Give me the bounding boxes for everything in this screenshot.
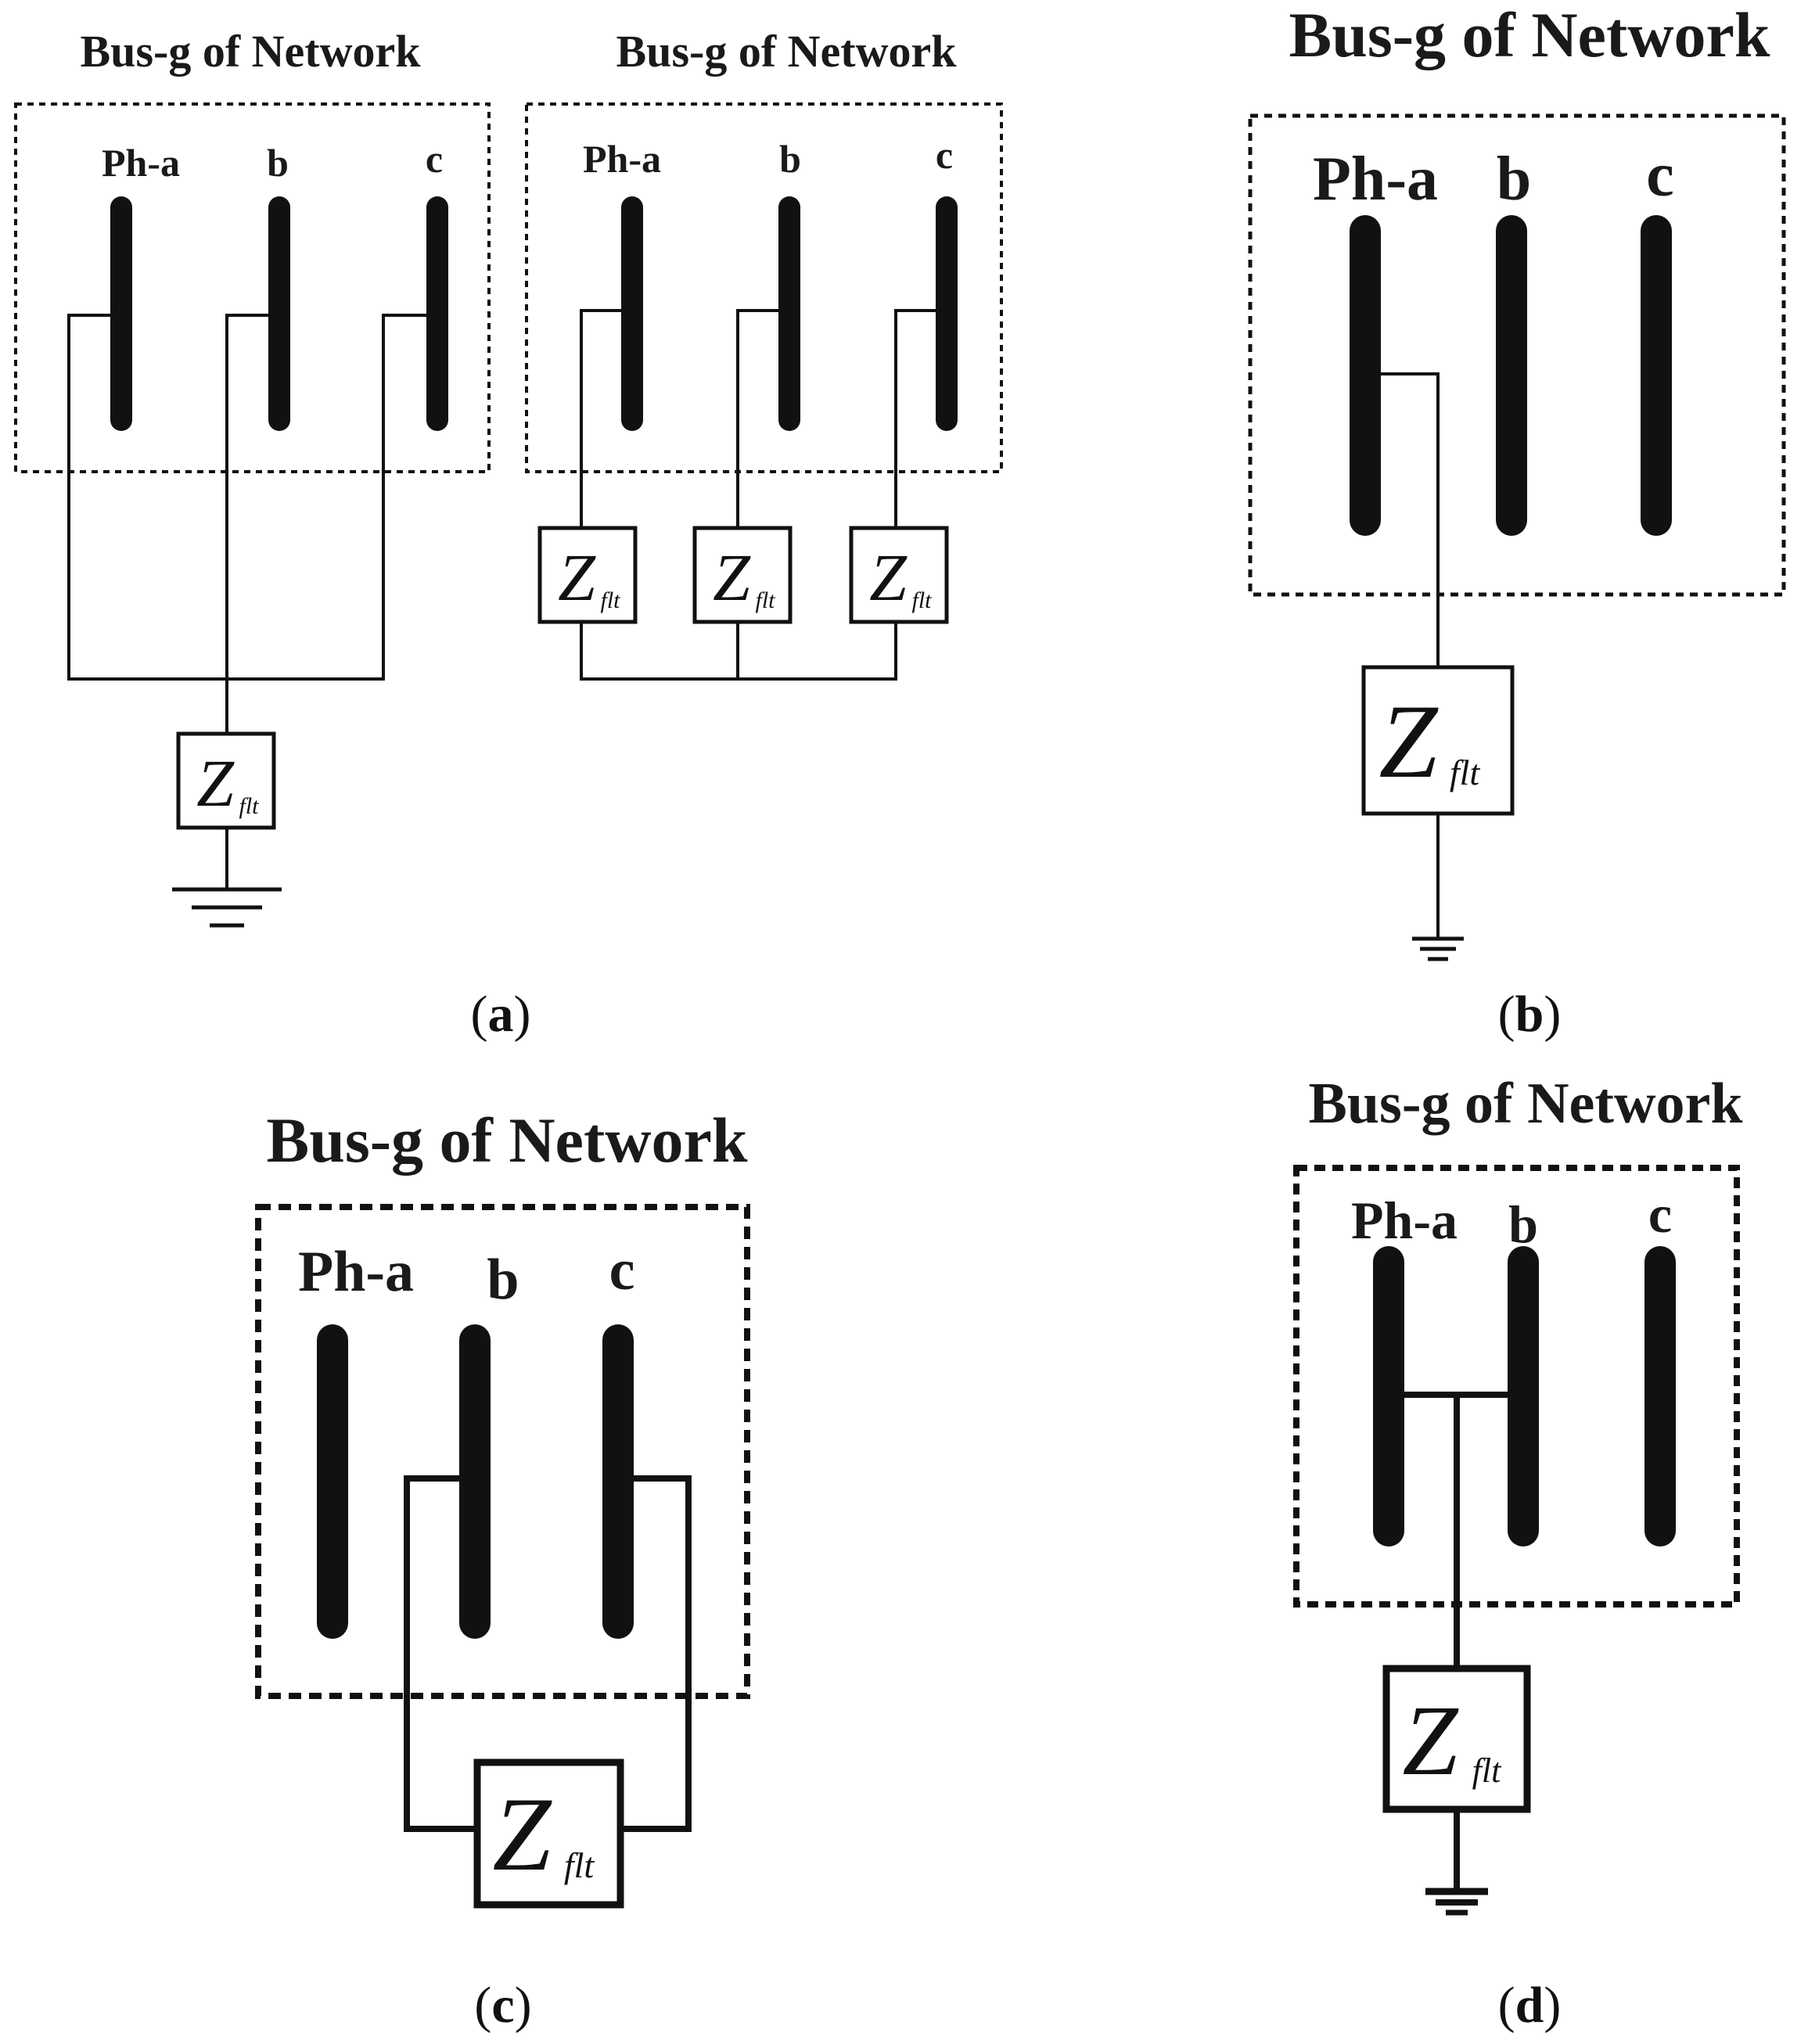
panel-b-impedance-box: Z flt — [1361, 665, 1515, 816]
panel-a-left-phase-a-label: Ph-a — [102, 141, 180, 185]
panel-a-right-impedance-b-subscript: flt — [755, 587, 775, 613]
panel-d-ground-icon — [1425, 1888, 1488, 1916]
panel-a-left: Bus-g of Network Ph-a b c Z flt — [14, 26, 491, 928]
panel-a-left-impedance-subscript: flt — [239, 793, 259, 819]
panel-c-phase-b-label: b — [487, 1248, 519, 1312]
panel-c-phase-c-label: c — [609, 1238, 635, 1302]
panel-a-right-phase-c-wire — [894, 309, 947, 528]
panel-b-phase-b-label: b — [1497, 145, 1532, 214]
panel-d-phase-c-label: c — [1648, 1184, 1672, 1244]
panel-a-right-impedance-a-symbol: Z — [558, 540, 596, 615]
panel-a-left-phase-b-label: b — [267, 141, 289, 185]
panel-a-left-ground-icon — [172, 887, 282, 928]
panel-a-right-impedance-c-subscript: flt — [911, 587, 932, 613]
panel-d-impedance-box: Z flt — [1382, 1665, 1531, 1813]
caption-c: (c) — [474, 1977, 531, 2034]
panel-d-phase-b-label: b — [1508, 1194, 1538, 1254]
panel-a-left-bus-box — [14, 102, 491, 473]
panel-a-left-title: Bus-g of Network — [81, 26, 422, 77]
panel-b: Bus-g of Network Ph-a b c Z flt — [1248, 0, 1786, 961]
caption-b: (b) — [1498, 986, 1562, 1043]
panel-c-phase-a-label: Ph-a — [298, 1240, 414, 1304]
panel-c-title: Bus-g of Network — [267, 1105, 748, 1176]
panel-d-bus-box — [1293, 1165, 1740, 1608]
panel-a-right-phase-c-label: c — [936, 133, 953, 177]
panel-a-left-impedance-symbol: Z — [196, 745, 235, 821]
panel-c-impedance-box: Z flt — [473, 1758, 624, 1909]
panel-a-left-phase-c-label: c — [426, 137, 443, 181]
panel-c-bus-box — [255, 1204, 750, 1699]
panel-a-right-phase-b-label: b — [779, 137, 801, 181]
panel-b-impedance-symbol: Z — [1378, 684, 1439, 800]
panel-a-right-phase-a-label: Ph-a — [583, 137, 661, 181]
panel-a-right-title: Bus-g of Network — [616, 26, 958, 77]
caption-d: (d) — [1498, 1977, 1562, 2034]
panel-b-impedance-subscript: flt — [1450, 753, 1481, 792]
panel-a-right: Bus-g of Network Ph-a b c Z flt Z flt Z … — [525, 26, 1003, 681]
panel-a-left-impedance-box: Z flt — [176, 731, 276, 830]
panel-c-impedance-subscript: flt — [564, 1845, 595, 1885]
panel-d-title: Bus-g of Network — [1309, 1072, 1744, 1136]
panel-b-phase-a-label: Ph-a — [1313, 145, 1438, 214]
panel-a-right-impedance-a-subscript: flt — [600, 587, 620, 613]
caption-a: (a) — [471, 986, 531, 1043]
panel-a-right-phase-a-wire — [580, 309, 632, 528]
panel-b-phase-c-label: c — [1646, 141, 1674, 210]
panel-d-impedance-subscript: flt — [1472, 1751, 1502, 1790]
panel-a-right-impedance-b-symbol: Z — [713, 540, 751, 615]
panel-d-impedance-symbol: Z — [1402, 1685, 1459, 1796]
panel-a-right-impedance-c-symbol: Z — [869, 540, 908, 615]
panel-c-phase-b-wire — [404, 1475, 477, 1832]
panel-d-phase-a-label: Ph-a — [1351, 1191, 1458, 1250]
panel-a-right-impedance-box-a: Z flt — [537, 526, 638, 624]
panel-a-left-neutral-wire — [225, 314, 279, 734]
panel-a-right-impedance-box-b: Z flt — [692, 526, 793, 624]
panel-c-impedance-symbol: Z — [492, 1776, 552, 1893]
panel-b-title: Bus-g of Network — [1289, 0, 1770, 70]
panel-a-right-phase-b-wire — [736, 309, 789, 528]
panel-a-right-bus-box — [525, 102, 1003, 473]
panel-b-fault-wire — [1365, 372, 1440, 667]
panel-d: Bus-g of Network Ph-a b c Z flt — [1293, 1072, 1744, 1916]
panel-a-right-impedance-box-c: Z flt — [849, 526, 949, 624]
panel-c-phase-c-wire — [618, 1475, 692, 1832]
panel-c: Bus-g of Network Ph-a b c Z flt — [255, 1105, 750, 1909]
panel-b-ground-icon — [1412, 936, 1464, 961]
